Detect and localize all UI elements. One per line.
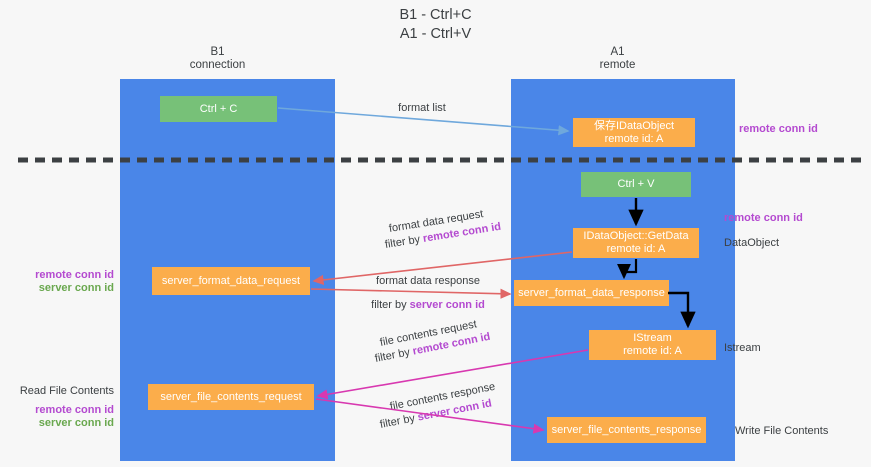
side-label-left-remote-conn-id-2: remote conn id: [35, 404, 114, 416]
column-header-right: A1 remote: [560, 46, 675, 72]
page-title: B1 - Ctrl+C A1 - Ctrl+V: [399, 7, 472, 42]
column-header-right-role: remote: [599, 59, 636, 71]
server-conn-id-text-1: server conn id: [409, 299, 485, 311]
side-label-remote-conn-id-top: remote conn id: [739, 123, 818, 135]
side-label-left-server-conn-id: server conn id: [38, 282, 114, 294]
column-header-left-role: connection: [189, 59, 246, 71]
filter-by-text-4: filter by: [378, 411, 419, 431]
box-server-file-contents-response[interactable]: server_file_contents_response: [547, 417, 706, 443]
box-idataobject-getdata[interactable]: IDataObject::GetData remote id: A: [573, 228, 699, 258]
arrow-format-data-response: [310, 288, 512, 299]
column-header-left: B1 connection: [160, 46, 275, 72]
side-label-write-file-contents: Write File Contents: [735, 425, 829, 437]
filter-by-text-3: filter by: [373, 345, 414, 365]
side-label-left-remote-conn-id: remote conn id: [35, 269, 114, 281]
side-label-istream: Istream: [724, 342, 761, 354]
column-header-right-name: A1: [610, 46, 625, 58]
edge-label-filter-server-conn-id-1: filter by server conn id: [348, 298, 508, 312]
side-label-dataobject: DataObject: [724, 237, 780, 249]
box-server-file-contents-request[interactable]: server_file_contents_request: [148, 384, 314, 410]
box-server-format-data-response[interactable]: server_format_data_response: [514, 280, 669, 306]
column-header-left-name: B1: [210, 46, 225, 58]
edge-label-format-data-response: format data response: [376, 275, 480, 287]
box-ctrl-c[interactable]: Ctrl + C: [160, 96, 277, 122]
filter-by-text-2: filter by: [371, 299, 410, 311]
side-label-read-file-contents: Read File Contents: [19, 385, 114, 397]
box-idataobject[interactable]: 保存IDataObject remote id: A: [573, 118, 695, 147]
box-ctrl-v[interactable]: Ctrl + V: [581, 172, 691, 197]
box-server-format-data-request[interactable]: server_format_data_request: [152, 267, 310, 295]
side-label-left-server-conn-id-2: server conn id: [38, 417, 114, 429]
box-istream[interactable]: IStream remote id: A: [589, 330, 716, 360]
edge-label-format-list: format list: [398, 102, 446, 114]
side-label-remote-conn-id-mid: remote conn id: [724, 212, 803, 224]
